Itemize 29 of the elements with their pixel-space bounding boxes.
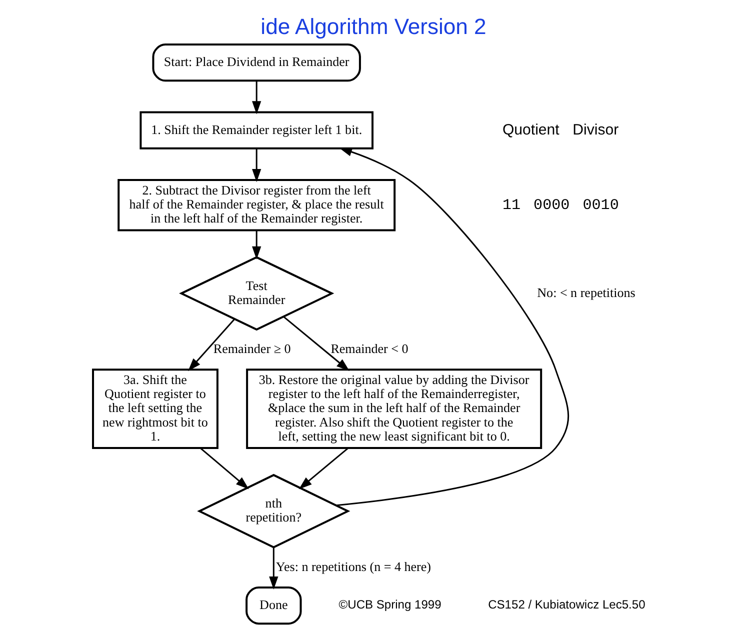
edge-label: Remainder < 0 [330, 341, 408, 356]
label: CS152 / Kubiatowicz Lec5.50 [488, 598, 645, 612]
label: 11 [502, 196, 520, 214]
node-box: 3b. Restore the original value by adding the Divisor register to the left half of the Remainderregister, &place the sum in the left half of the Remainder register. Also shift the Quotient register to the left, setting the new least significant bit to 0. [246, 368, 542, 449]
node-box: 3a. Shift the Quotient register to the left setting the new rightmost bit to 1. [92, 368, 218, 449]
node-box: Done [245, 586, 302, 625]
arrow [188, 318, 235, 372]
arrow [282, 316, 349, 372]
node-diamond: Test Remainder [178, 256, 334, 331]
arrow [252, 80, 261, 114]
edge-label: No: < n repetitions [536, 284, 635, 300]
edge-label: Remainder ≥ 0 [212, 341, 290, 356]
arrow [336, 147, 568, 506]
edge-label: Yes: n repetitions (n = 4 here) [275, 558, 430, 574]
label: Divisor [572, 121, 618, 138]
arrow [268, 547, 278, 590]
label: Quotient [502, 121, 559, 138]
arrow [199, 447, 248, 490]
label: 0010 [582, 196, 618, 214]
arrow [298, 447, 348, 490]
node-box: Start: Place Dividend in Remainder [152, 44, 360, 82]
node-diamond: nth repetition? [196, 474, 350, 548]
node-box: 1. Shift the Remainder register left 1 bit. [139, 111, 373, 150]
label: 0000 [533, 196, 570, 214]
arrow [252, 148, 261, 182]
arrow [252, 230, 261, 260]
node-box: 2. Subtract the Divisor register from the left half of the Remainder register, & place the result in the left half of the Remainder register. [117, 179, 396, 232]
label: ©UCB Spring 1999 [338, 598, 441, 612]
diagram-title: ide Algorithm Version 2 [260, 14, 486, 40]
